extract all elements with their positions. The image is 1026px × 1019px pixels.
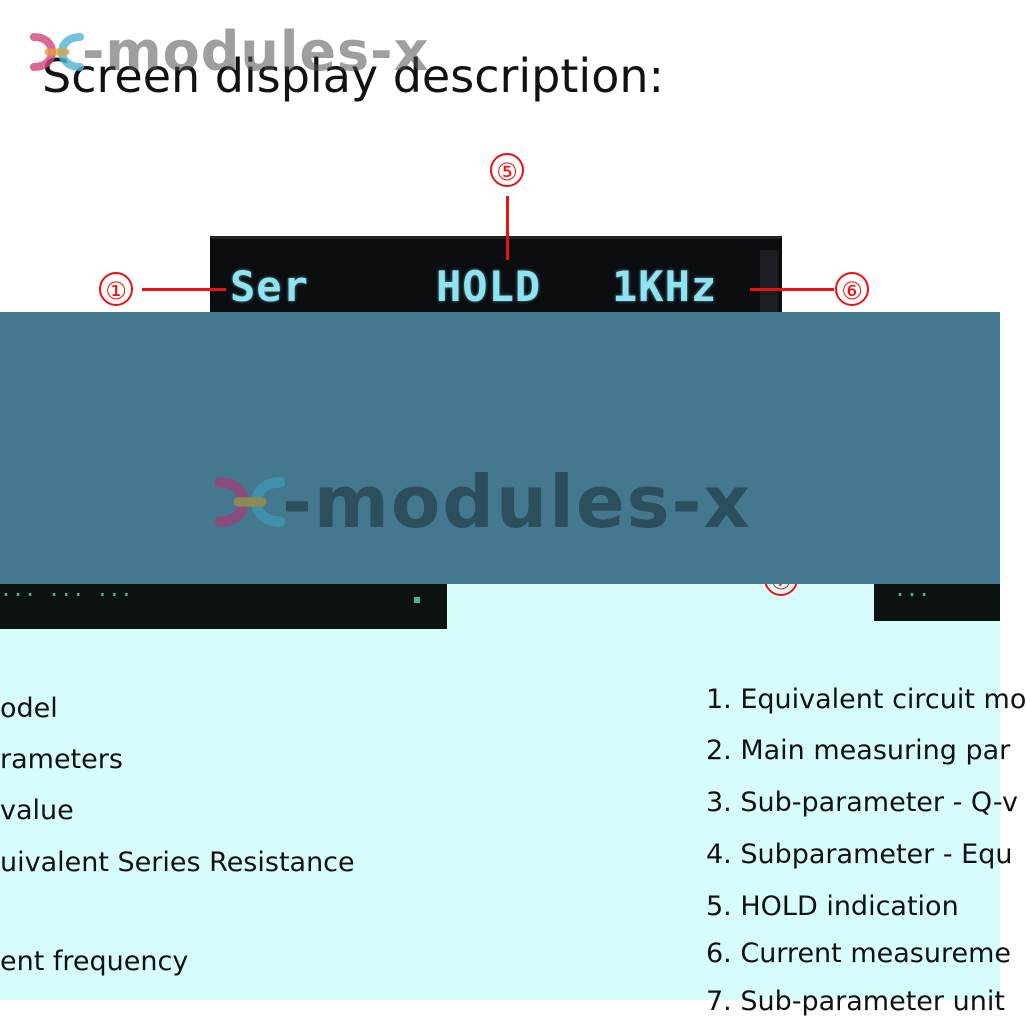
description-background	[0, 584, 1000, 1000]
right-list-item-6: 6. Current measureme	[706, 938, 1012, 969]
left-list-item-3: value	[0, 795, 74, 826]
right-list-item-2: 2. Main measuring par	[706, 735, 1011, 766]
callout-1-leader	[142, 288, 226, 291]
brand-mark-icon	[30, 33, 84, 71]
overlay-brand-logo: -modules-x	[212, 462, 752, 542]
overlay-brand-logo-text: -modules-x	[282, 460, 752, 544]
callout-5: ⑤	[490, 153, 524, 187]
right-list-item-4: 4. Subparameter - Equ	[706, 839, 1013, 870]
right-list-item-5: 5. HOLD indication	[706, 891, 959, 922]
lcd-frequency-text: 1KHz	[612, 262, 718, 311]
overlay-brand-mark-icon	[214, 477, 286, 527]
right-list-item-1: 1. Equivalent circuit mo	[706, 684, 1026, 715]
lcd-mode-text: Ser	[230, 262, 309, 311]
left-list-item-1: odel	[0, 693, 58, 724]
lcd-frame-edge	[760, 250, 778, 316]
callout-5-leader	[506, 196, 509, 260]
left-list-item-4: uivalent Series Resistance	[0, 847, 355, 878]
right-list-item-3: 3. Sub-parameter - Q-v	[706, 787, 1018, 818]
lcd-panel-lower-left: ... ... ...	[0, 578, 447, 629]
lcd-hold-text: HOLD	[436, 262, 542, 311]
lcd-dot-indicator	[414, 597, 420, 603]
lcd-panel-lower-right: ...	[874, 578, 1000, 621]
callout-6-leader	[750, 288, 834, 291]
brand-logo: -modules-x	[28, 22, 429, 82]
left-list-item-6: ent frequency	[0, 946, 189, 977]
callout-6: ⑥	[835, 272, 869, 306]
brand-logo-text: -modules-x	[82, 20, 430, 83]
right-list-item-7: 7. Sub-parameter unit	[706, 986, 1005, 1017]
left-list-item-2: rameters	[0, 744, 123, 775]
watermark-overlay-band	[0, 312, 1000, 584]
callout-1: ①	[99, 272, 133, 306]
page-title: Screen display description:	[42, 49, 664, 103]
